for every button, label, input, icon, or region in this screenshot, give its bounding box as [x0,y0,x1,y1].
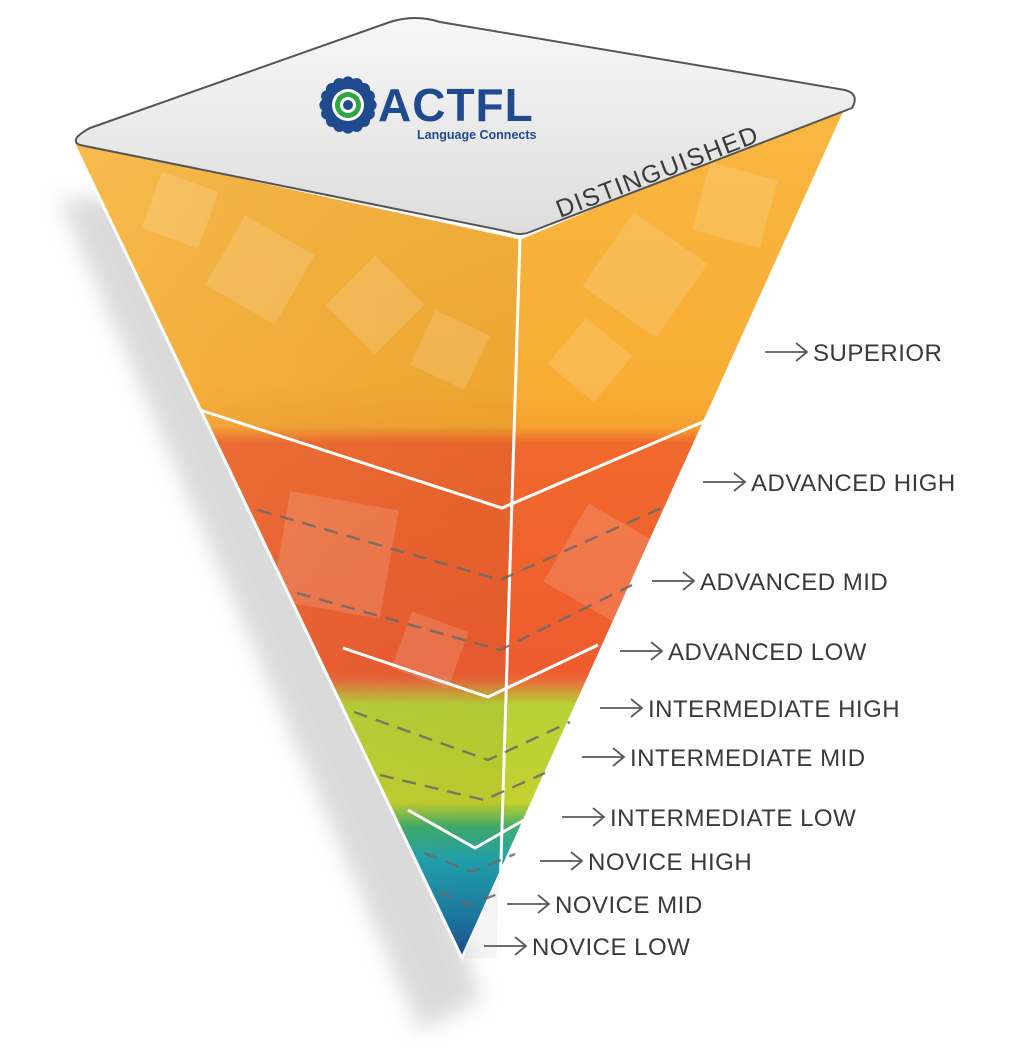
level-labels: SUPERIOR ADVANCED HIGH ADVANCED MID ADVANCE… [484,340,956,961]
level-label-intermediate-mid: INTERMEDIATE MID [630,745,866,772]
level-intermediate-high: INTERMEDIATE HIGH [600,696,900,723]
flower-mandala-icon [319,76,377,134]
arrow-right-icon [652,571,696,591]
pyramid-body [69,97,853,962]
arrow-right-icon [703,472,747,492]
arrow-right-icon [582,747,626,767]
arrow-right-icon [620,641,664,661]
level-novice-low: NOVICE LOW [484,934,690,961]
level-label-advanced-low: ADVANCED LOW [668,639,867,666]
arrow-right-icon [765,342,809,362]
level-label-advanced-high: ADVANCED HIGH [751,470,956,497]
actfl-logo: ACTFL Language Connects [319,76,537,142]
level-novice-high: NOVICE HIGH [540,849,752,876]
arrow-right-icon [562,807,606,827]
level-label-superior: SUPERIOR [813,340,942,367]
pyramid-shadow [60,190,480,1030]
brand-tagline: Language Connects [417,128,537,142]
level-label-intermediate-high: INTERMEDIATE HIGH [648,696,900,723]
brand-name: ACTFL [378,79,534,131]
level-label-novice-low: NOVICE LOW [532,934,690,961]
level-separators [199,408,713,850]
level-intermediate-low: INTERMEDIATE LOW [562,805,856,832]
level-superior: SUPERIOR [765,340,942,367]
arrow-right-icon [600,698,644,718]
arrow-right-icon [540,851,584,871]
arrow-right-icon [507,894,551,914]
arrow-right-icon [484,936,528,956]
level-label-novice-high: NOVICE HIGH [588,849,752,876]
level-advanced-high: ADVANCED HIGH [703,470,956,497]
level-advanced-low: ADVANCED LOW [620,639,867,666]
level-label-novice-mid: NOVICE MID [555,892,703,919]
level-label-advanced-mid: ADVANCED MID [700,569,888,596]
level-novice-mid: NOVICE MID [507,892,703,919]
level-intermediate-mid: INTERMEDIATE MID [582,745,866,772]
sublevel-dashes [257,503,669,907]
level-advanced-mid: ADVANCED MID [652,569,888,596]
level-label-intermediate-low: INTERMEDIATE LOW [610,805,856,832]
